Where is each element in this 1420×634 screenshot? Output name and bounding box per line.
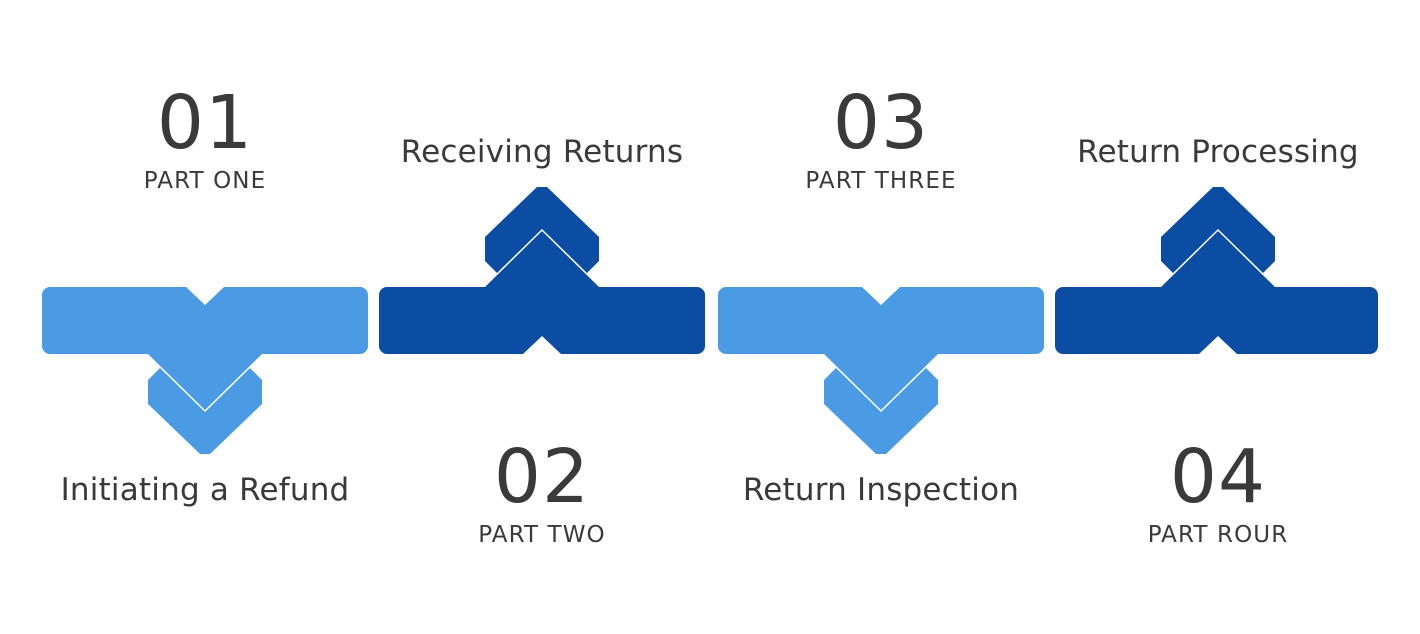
step-3-number: 03 xyxy=(832,80,930,166)
step-4-arrow-group[interactable] xyxy=(1055,187,1378,354)
step-1-chevron-down-icon[interactable] xyxy=(148,368,262,454)
step-3-chevron-down-icon[interactable] xyxy=(824,368,938,454)
step-2-number: 02 xyxy=(493,434,591,520)
step-1-arrow-group[interactable] xyxy=(42,287,368,454)
step-2-arrow-group[interactable] xyxy=(379,187,705,354)
step-1-part: PART ONE xyxy=(143,168,267,195)
step-1-caption: Initiating a Refund xyxy=(60,472,350,508)
step-4-caption: Return Processing xyxy=(1077,134,1359,170)
step-2-caption: Receiving Returns xyxy=(400,134,684,170)
step-4-number-group: 04 PART ROUR xyxy=(1118,434,1318,549)
step-3-number-group: 03 PART THREE xyxy=(781,80,981,195)
step-1-number-group: 01 PART ONE xyxy=(105,80,305,195)
step-2-chevron-up-icon[interactable] xyxy=(485,187,599,273)
step-3-bar[interactable] xyxy=(718,287,1044,410)
step-4-bar[interactable] xyxy=(1055,231,1378,354)
step-4-part: PART ROUR xyxy=(1147,522,1289,549)
step-3-caption: Return Inspection xyxy=(742,472,1020,508)
step-3-arrow-group[interactable] xyxy=(718,287,1044,454)
step-2-part: PART TWO xyxy=(478,522,606,549)
step-4-chevron-up-icon[interactable] xyxy=(1161,187,1275,273)
step-2-bar[interactable] xyxy=(379,231,705,354)
step-4-number: 04 xyxy=(1169,434,1267,520)
step-1-number: 01 xyxy=(156,80,254,166)
step-1-bar[interactable] xyxy=(42,287,368,410)
step-2-number-group: 02 PART TWO xyxy=(442,434,642,549)
step-3-part: PART THREE xyxy=(805,168,957,195)
